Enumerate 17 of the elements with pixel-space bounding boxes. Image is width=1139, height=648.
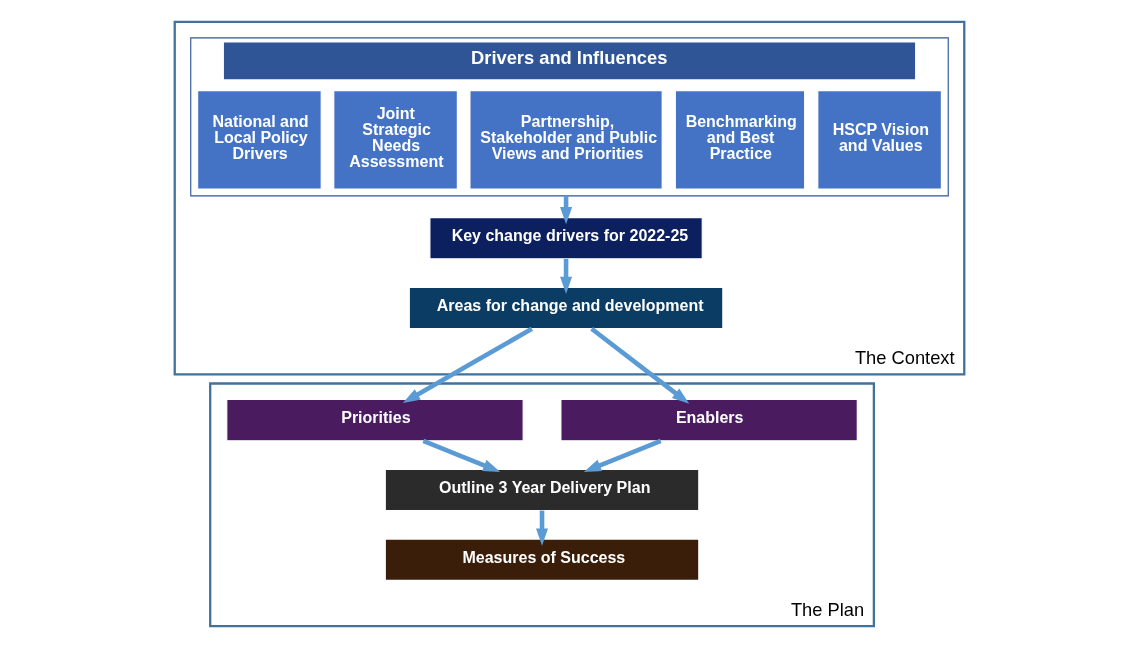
arrow [590,326,690,404]
node-box: Joint Strategic Needs Assessment [333,90,458,190]
node-box: Enablers [560,398,858,442]
node-box: National and Local Policy Drivers [197,90,322,190]
arrow [560,258,573,295]
arrow [536,510,549,546]
node-box: Key change drivers for 2022-25 [429,217,703,260]
node-box: Benchmarking and Best Practice [674,90,806,190]
node-box: Measures of Success [384,538,700,581]
arrow [422,438,501,472]
arrow [583,438,662,472]
node-box: Areas for change and development [408,286,724,330]
node-box: HSCP Vision and Values [817,90,942,190]
node-box: Outline 3 Year Delivery Plan [384,468,700,512]
arrow [402,326,534,403]
node-box: Partnership, Stakeholder and Public Views and Priorities [469,90,663,190]
node-box: Priorities [226,398,524,442]
